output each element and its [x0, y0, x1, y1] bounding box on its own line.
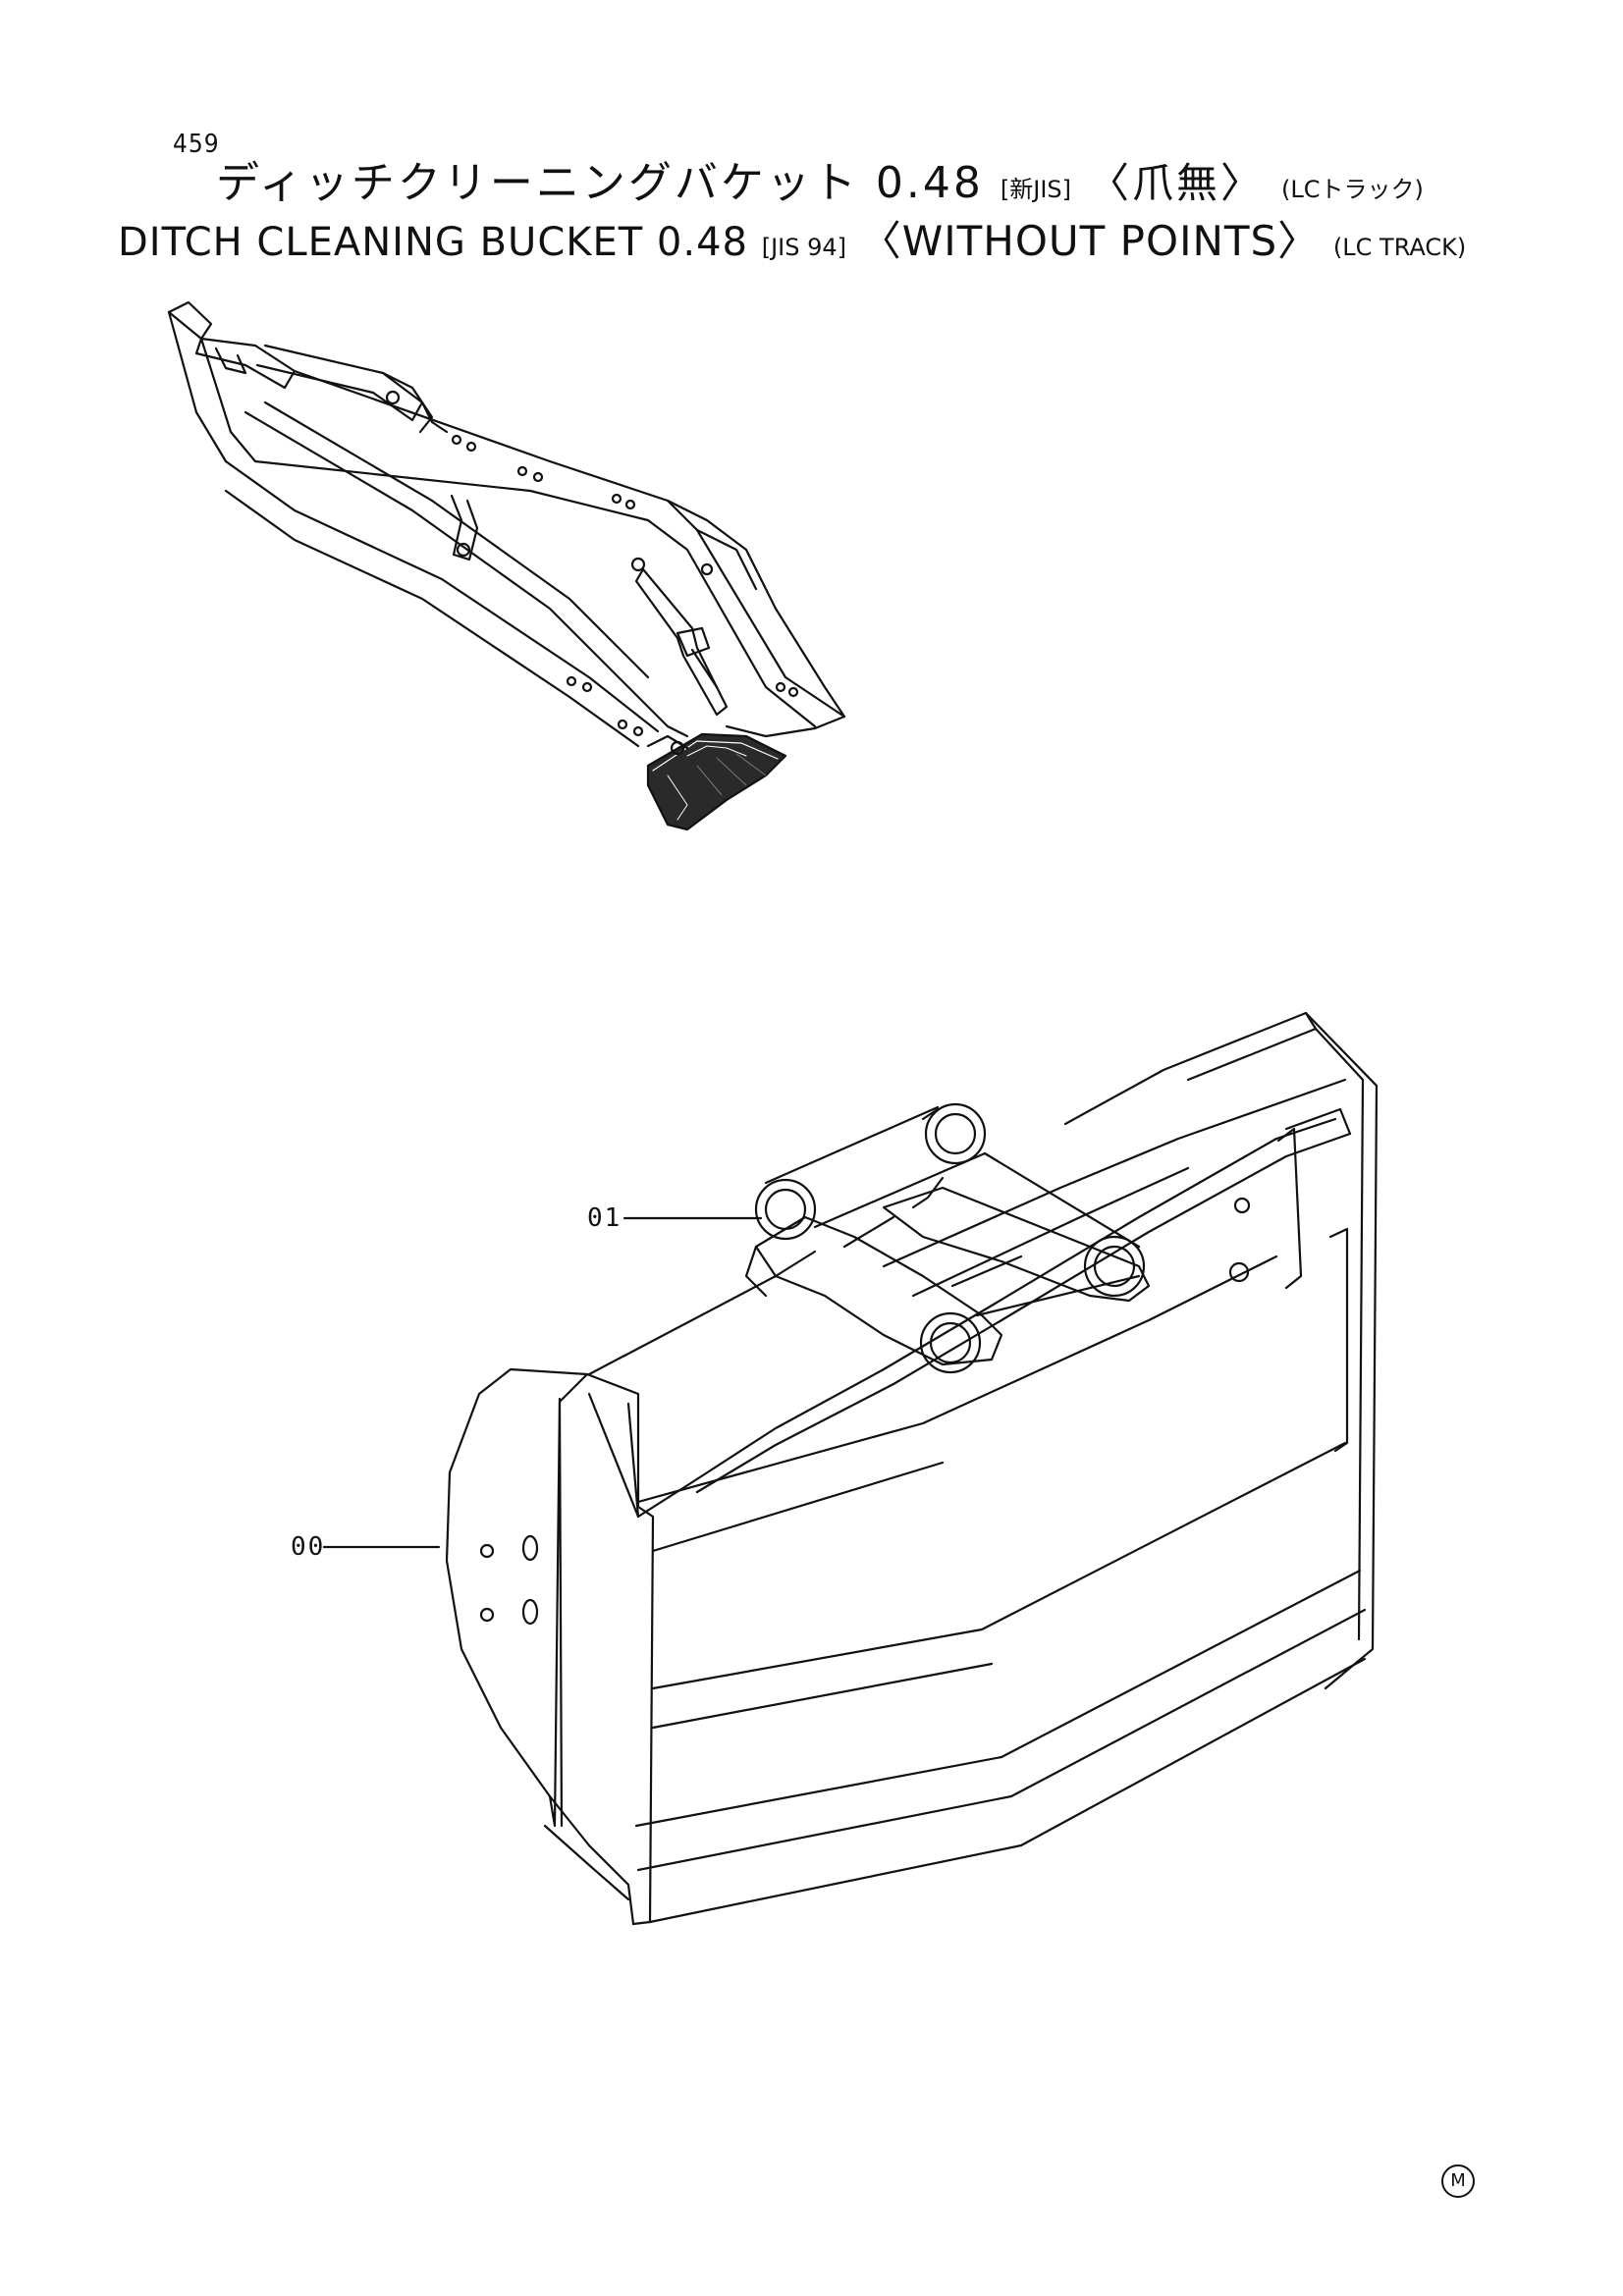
title-japanese: ディッチクリーニングバケット 0.48 [新JIS] 〈爪無〉 (LCトラック) — [216, 147, 1424, 210]
corner-mark: M — [1441, 2164, 1475, 2198]
page-number: 459 — [173, 130, 220, 159]
ditch-cleaning-bucket — [445, 1011, 1379, 1926]
title-en-main: DITCH CLEANING BUCKET 0.48 — [118, 220, 748, 265]
title-en-points: 〈WITHOUT POINTS〉 — [859, 217, 1321, 265]
title-jp-main: ディッチクリーニングバケット 0.48 — [216, 158, 984, 208]
title-en-track: (LC TRACK) — [1332, 234, 1467, 261]
callout-label-00: 00 — [291, 1532, 326, 1562]
arm-overview — [167, 300, 846, 748]
title-jp-track: (LCトラック) — [1281, 176, 1424, 203]
title-jp-points: 〈爪無〉 — [1088, 159, 1266, 207]
arm-bucket-icon — [646, 732, 787, 831]
title-en-jis: [JIS 94] — [761, 234, 846, 261]
title-jp-jis: [新JIS] — [1000, 176, 1071, 203]
callout-label-01: 01 — [587, 1203, 622, 1233]
title-english: DITCH CLEANING BUCKET 0.48 [JIS 94] 〈WIT… — [118, 208, 1466, 268]
